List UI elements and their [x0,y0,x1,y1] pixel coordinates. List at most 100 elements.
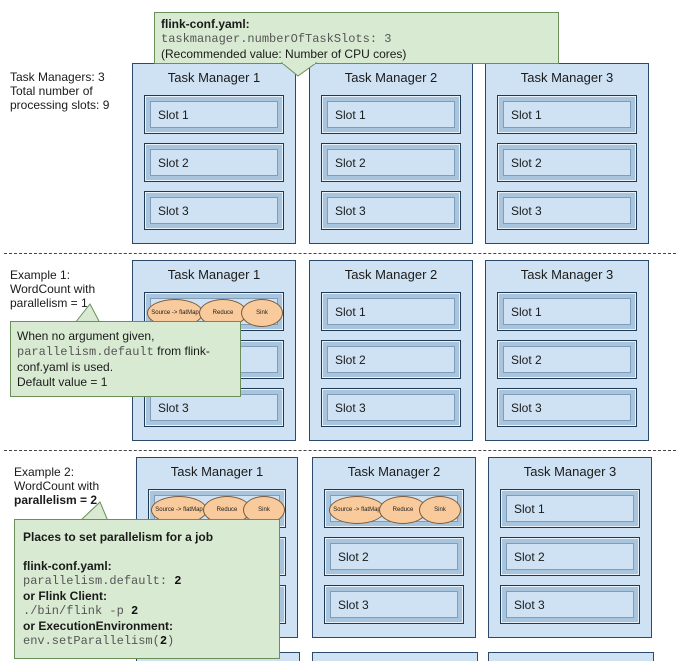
slot: Slot 3 [497,388,637,427]
callout-code: parallelism.default: [23,574,175,588]
slot-label: Slot 3 [503,197,631,224]
callout-heading: flink-conf.yaml: [23,559,112,573]
parallelism-default-callout: When no argument given, parallelism.defa… [10,321,241,397]
callout-heading: or ExecutionEnvironment: [23,619,174,633]
slot-label: Slot 1 [327,298,455,325]
callout-line: from flink- [153,344,210,358]
callout-code: parallelism.default [17,345,154,359]
slot: Slot 2 [500,537,640,576]
slot-label: Slot 1 [327,101,455,128]
slot-label: Slot 3 [327,197,455,224]
section1-label: Task Managers: 3 Total number of process… [10,70,109,112]
section-divider [4,253,676,254]
slot: Slot 2 [321,340,461,379]
slot: Slot 3 [321,191,461,230]
slot-label: Slot 2 [327,346,455,373]
callout-line: Default value = 1 [17,375,108,389]
s2-task-manager-3: Task Manager 3 Slot 1 Slot 2 Slot 3 [485,260,649,441]
task-manager-title: Task Manager 1 [167,267,261,282]
s1-task-manager-2: Task Manager 2 Slot 1 Slot 2 Slot 3 [309,63,473,244]
slot: Slot 2 [497,143,637,182]
section2-label-line: Example 1: [10,268,71,282]
callout-code: taskmanager.numberOfTaskSlots: 3 [161,32,392,46]
operator-sink: Sink [241,299,283,327]
slot: Slot 2 [144,143,284,182]
slot-label: Slot 2 [150,149,278,176]
operator-source-flatmap: Source -> flatMap [329,496,385,524]
slot: Slot 1 [497,292,637,331]
callout-code: ./bin/flink -p [23,604,132,618]
slot-label: Slot 2 [503,149,631,176]
section-divider [4,450,676,451]
callout-code-value: 2 [131,604,139,618]
section3-label-line: WordCount with [14,479,100,493]
slot: Slot 2 [497,340,637,379]
s2-task-manager-2: Task Manager 2 Slot 1 Slot 2 Slot 3 [309,260,473,441]
slot: Slot 3 [144,191,284,230]
operator-reduce: Reduce [379,496,427,524]
slot: Slot 2 [321,143,461,182]
task-manager-title: Task Manager 2 [344,267,438,282]
slot: Slot 3 [324,585,464,624]
task-manager-title: Task Manager 2 [344,70,438,85]
callout-line: When no argument given, [17,329,155,343]
callout-line: conf.yaml is used. [17,360,114,374]
s1-task-manager-1: Task Manager 1 Slot 1 Slot 2 Slot 3 [132,63,296,244]
slot: Slot 1 [321,292,461,331]
slot: Slot 1 [500,489,640,528]
slot: Slot 1 [144,95,284,134]
task-manager-title: Task Manager 1 [170,464,264,479]
callout-code-value: 2 [159,634,168,648]
slot-label: Slot 3 [330,591,458,618]
s1-task-manager-3: Task Manager 3 Slot 1 Slot 2 Slot 3 [485,63,649,244]
task-manager-title: Task Manager 3 [520,70,614,85]
slot: Slot 3 [321,388,461,427]
slot-label: Slot 3 [150,197,278,224]
section2-label-line: WordCount with [10,282,96,296]
callout-code-value: 2 [174,574,182,588]
slot-label: Slot 3 [327,394,455,421]
parallelism-places-callout: Places to set parallelism for a job flin… [14,519,280,659]
slot-label: Slot 2 [327,149,455,176]
task-slots-callout: flink-conf.yaml: taskmanager.numberOfTas… [154,12,559,64]
section1-label-line: processing slots: 9 [10,98,110,112]
next-row-box [488,652,654,661]
callout-code: ) [167,634,175,648]
section3-label-bold: parallelism = 2 [14,493,98,507]
section3-label: Example 2: WordCount with parallelism = … [14,465,99,507]
next-row-box [312,652,478,661]
slot: Slot 3 [500,585,640,624]
slot-label: Slot 2 [503,346,631,373]
task-manager-title: Task Manager 1 [167,70,261,85]
section2-label-line: parallelism = 1 [10,296,88,310]
s3-task-manager-3: Task Manager 3 Slot 1 Slot 2 Slot 3 [488,457,652,638]
operator-sink: Sink [419,496,461,524]
section2-label: Example 1: WordCount with parallelism = … [10,268,95,310]
slot-label: Slot 1 [150,101,278,128]
slot: Slot 1 [321,95,461,134]
callout-title: Places to set parallelism for a job [23,530,214,544]
slot-label: Slot 1 [506,495,634,522]
slot-label: Slot 1 [503,298,631,325]
callout-heading: or Flink Client: [23,589,107,603]
callout-code: env.setParallelism( [23,634,160,648]
slot: Slot 1 [497,95,637,134]
slot: Slot 3 [497,191,637,230]
slot-label: Slot 2 [330,543,458,570]
task-manager-title: Task Manager 3 [523,464,617,479]
slot-label: Slot 1 [503,101,631,128]
callout-title: flink-conf.yaml: [161,17,250,31]
slot-label: Slot 3 [150,394,278,421]
section1-label-line: Task Managers: 3 [10,70,105,84]
section3-label-line: Example 2: [14,465,75,479]
slot: Slot 2 [324,537,464,576]
task-manager-title: Task Manager 3 [520,267,614,282]
slot-label: Slot 3 [503,394,631,421]
callout-pointer [280,62,318,77]
callout-note: (Recommended value: Number of CPU cores) [161,47,407,61]
slot-label: Slot 2 [506,543,634,570]
slot-label: Slot 3 [506,591,634,618]
s3-task-manager-2: Task Manager 2 Slot 2 Slot 3 Source -> f… [312,457,476,638]
section1-label-line: Total number of [10,84,93,98]
task-manager-title: Task Manager 2 [347,464,441,479]
